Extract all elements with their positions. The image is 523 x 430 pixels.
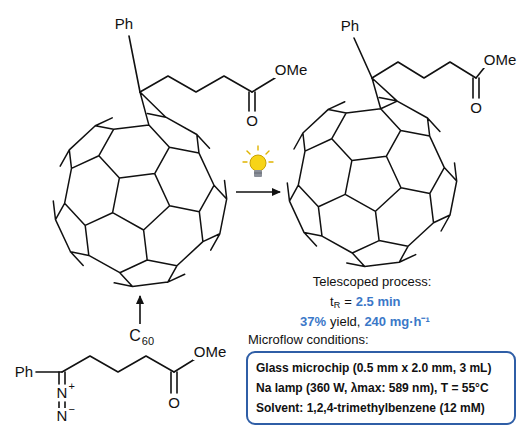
conditions-box: Microflow conditions: Glass microchip (0.… (246, 332, 516, 425)
scheme-text: 37% (300, 315, 326, 329)
scheme-text: t (330, 295, 334, 309)
fullerene-cages (53, 78, 456, 286)
atom-label: C (128, 327, 142, 345)
box-heading: Microflow conditions: (248, 332, 516, 347)
box-outline: Glass microchip (0.5 mm x 2.0 mm, 3 mL)N… (246, 351, 516, 425)
scheme-text: 240 mg·h⁻¹ (364, 315, 429, 329)
scheme-text: 60 (142, 335, 154, 347)
atom-label: N (56, 385, 69, 402)
reaction-arrow (236, 191, 280, 193)
atom-label: Ph (114, 16, 134, 33)
scheme-text: − (68, 403, 74, 415)
atom-label: N (56, 408, 69, 425)
scheme-text: R (334, 301, 341, 311)
scheme-text: yield, (330, 315, 360, 329)
condition-line: Solvent: 1,2,4-trimethylbenzene (12 mM) (256, 398, 506, 418)
atom-label: O (469, 100, 483, 117)
atom-label: OMe (274, 62, 309, 79)
atom-label: Ph (14, 364, 34, 381)
atom-label: O (245, 113, 259, 130)
light-bulb-icon (243, 146, 273, 177)
atom-label: OMe (483, 52, 518, 69)
fullerene-cage (53, 92, 226, 286)
scheme-text: Telescoped process: (313, 275, 432, 289)
scheme-text: 2.5 min (356, 295, 401, 309)
scheme-text: + (68, 380, 74, 392)
scheme-text: = (344, 295, 352, 309)
atom-label: O (167, 395, 181, 412)
condition-line: Glass microchip (0.5 mm x 2.0 mm, 3 mL) (256, 358, 506, 378)
fullerene-cage (287, 78, 456, 266)
condition-line: Na lamp (360 W, λmax: 589 nm), T = 55°C (256, 378, 506, 398)
atom-label: Ph (340, 18, 360, 35)
addition-arrow (139, 296, 141, 324)
atom-label: OMe (193, 344, 228, 361)
